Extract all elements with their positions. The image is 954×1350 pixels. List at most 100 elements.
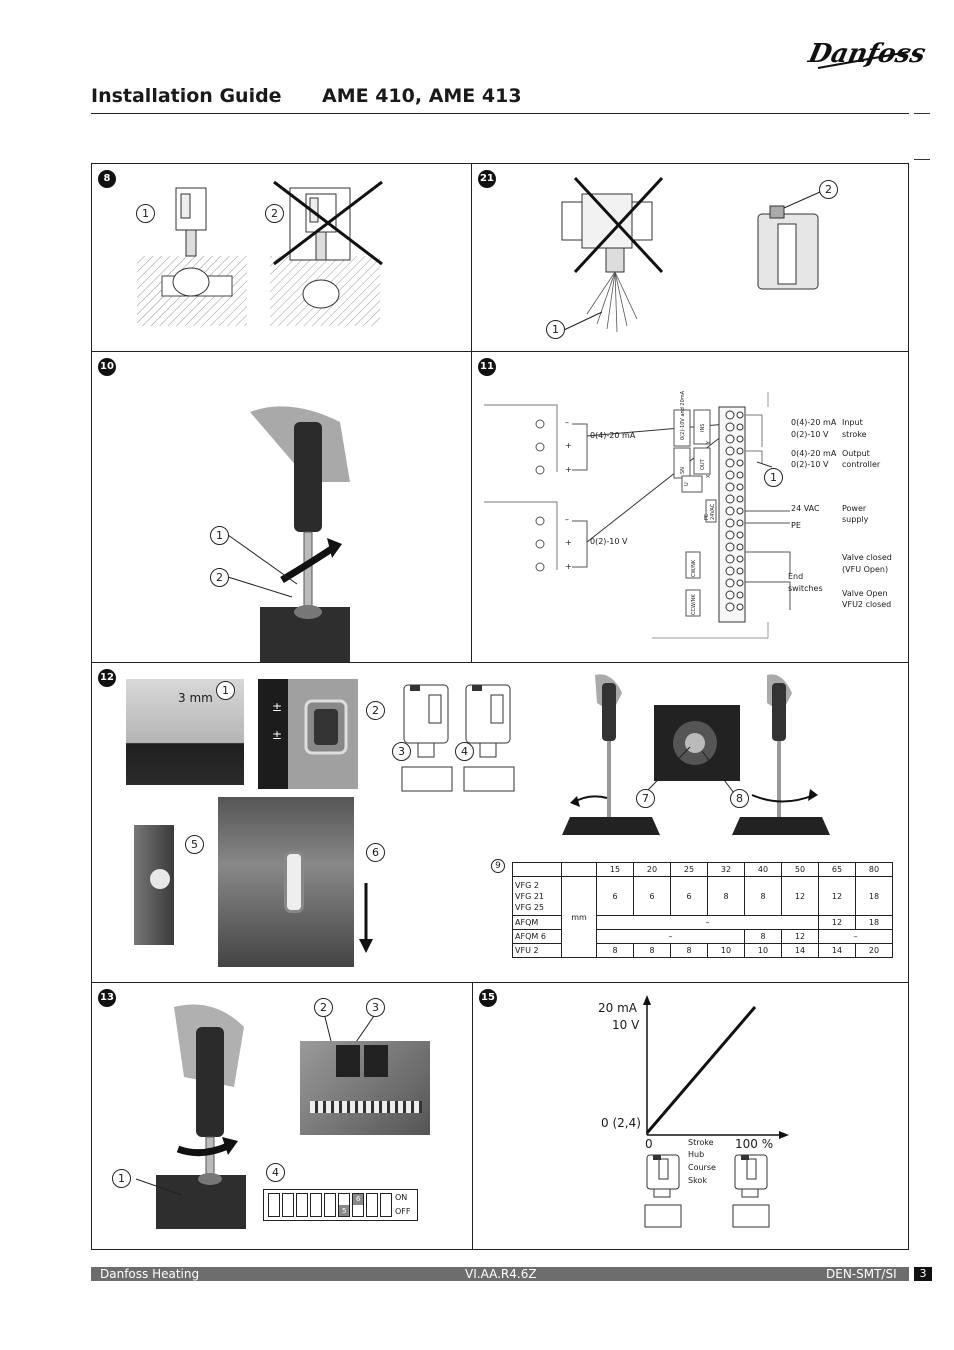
table-cell: 8 (707, 876, 745, 916)
output-desc: Output (842, 449, 870, 458)
table-cell: 10 (707, 943, 745, 958)
output-signal-v: 0(2)-10 V (791, 460, 829, 469)
terminal-end1: CW/NK (691, 559, 697, 577)
svg-text:±: ± (272, 728, 282, 742)
table-cell: 6 (596, 876, 634, 916)
table-cell: 18 (855, 876, 893, 916)
table-cell: 12 (781, 929, 819, 944)
end-switches-2: switches (788, 584, 823, 593)
terminal-pe: PE (704, 513, 710, 520)
dip-off-label: OFF (395, 1207, 411, 1216)
callout-4: 4 (455, 742, 474, 761)
terminal-end2: CCW/NK (691, 594, 697, 615)
dip-switch-5-label: 5 (342, 1207, 347, 1215)
dip-switch[interactable] (310, 1193, 322, 1217)
panel-15: 15 20 mA 10 V 0 (2,4) 0 100 % Stroke Hub… (472, 982, 909, 1250)
dip-switch[interactable] (380, 1193, 392, 1217)
input-desc-2: stroke (842, 430, 867, 439)
signal-stroke-graph (643, 995, 789, 1228)
callout-6: 6 (366, 843, 385, 862)
callout-5: 5 (185, 835, 204, 854)
dip-switch-5[interactable]: 5 (338, 1193, 350, 1217)
table-row: VFU 2 8 8 8 10 10 14 14 20 (512, 943, 893, 958)
col-header: 80 (855, 862, 893, 877)
callout-4: 4 (266, 1163, 285, 1182)
unit-cell: mm (561, 876, 597, 958)
table-cell: 18 (855, 915, 893, 930)
table-cell: 12 (818, 915, 856, 930)
stroke-word: Stroke (688, 1138, 714, 1147)
terminal-ins: INS (700, 423, 706, 432)
terminal-x: X (706, 474, 712, 478)
side-mark-top (914, 113, 930, 114)
danfoss-logo: Danfoss (805, 38, 928, 69)
col-header: 40 (744, 862, 782, 877)
dip-switch[interactable] (268, 1193, 280, 1217)
dip-switch-6[interactable]: 6 (352, 1193, 364, 1217)
dip-switch[interactable] (366, 1193, 378, 1217)
terminal-u: U (684, 482, 690, 486)
row-name: VFG 25 (515, 902, 544, 912)
col-header: 65 (818, 862, 856, 877)
end-switches-1: End (788, 572, 804, 581)
panel-11: 11 (471, 351, 909, 663)
row-name: AFQM 6 (512, 929, 562, 944)
callout-2: 2 (314, 998, 333, 1017)
footer-company: Danfoss Heating (100, 1267, 200, 1281)
actuator-valve-drawings (401, 684, 515, 792)
callout-1: 1 (210, 526, 229, 545)
screwdriver-photo (154, 997, 254, 1229)
dip-on-label: ON (395, 1193, 408, 1202)
dip-switch[interactable] (324, 1193, 336, 1217)
page-title: Installation Guide (91, 85, 282, 107)
panel-21: 21 1 2 (471, 163, 909, 352)
row-name: AFQM (512, 915, 562, 930)
callout-1: 1 (764, 468, 783, 487)
table-cell: 6 (633, 876, 671, 916)
panel-8-number: 8 (98, 170, 116, 188)
y-top-ma: 20 mA (598, 1001, 637, 1015)
power-desc: Power (842, 504, 867, 513)
table-cell: 10 (744, 943, 782, 958)
lower-minus: – (565, 515, 569, 524)
panel-10: 10 1 2 (91, 351, 472, 682)
table-cell: 8 (744, 876, 782, 916)
input-signal-ma: 0(4)-20 mA (791, 418, 837, 427)
table-cell: 8 (596, 943, 634, 958)
valve-open-1: Valve Open (842, 589, 888, 598)
table-cell: – (596, 915, 819, 930)
stroke-word: Skok (688, 1176, 707, 1185)
table-cell: 12 (781, 876, 819, 916)
dip-switch[interactable] (282, 1193, 294, 1217)
page-number: 3 (914, 1267, 932, 1281)
panel-10-number: 10 (98, 358, 116, 376)
valve-closed-1: Valve closed (842, 553, 892, 562)
pe-signal: PE (791, 521, 801, 530)
row-name: VFG 21 (515, 891, 544, 901)
table-cell: 14 (818, 943, 856, 958)
panel-13-number: 13 (98, 989, 116, 1007)
upper-plus-2: + (565, 465, 572, 474)
callout-1: 1 (136, 204, 155, 223)
dip-switch[interactable] (296, 1193, 308, 1217)
table-cell: 8 (670, 943, 708, 958)
terminal-y: Y (706, 440, 712, 444)
stroke-word: Hub (688, 1150, 705, 1159)
panel-15-number: 15 (479, 989, 497, 1007)
wiring-diagram (484, 392, 791, 639)
callout-9: 9 (491, 859, 505, 873)
switch-photo: ± ± (258, 679, 358, 789)
power-signal: 24 VAC (791, 504, 820, 513)
upper-minus: – (565, 418, 569, 427)
table-cell: 12 (818, 876, 856, 916)
callout-8: 8 (730, 789, 749, 808)
title-rule (91, 113, 909, 114)
x-start: 0 (645, 1137, 653, 1151)
table-header-row: 15 20 25 32 40 50 65 80 (512, 862, 893, 877)
table-cell: – (596, 929, 745, 944)
rotation-arrow (135, 1012, 377, 1196)
callout-7: 7 (636, 789, 655, 808)
side-mark-bottom (914, 159, 930, 160)
table-cell: 8 (633, 943, 671, 958)
